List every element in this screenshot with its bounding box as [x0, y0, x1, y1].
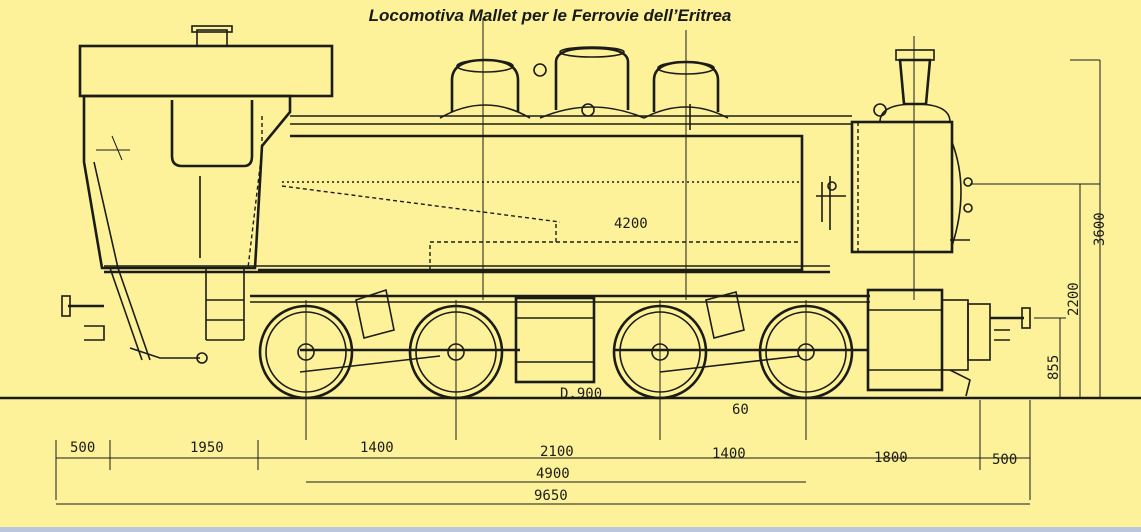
dim-wheel-diameter: D.900 [560, 386, 602, 402]
tank-outline [258, 134, 804, 272]
dim-front-overhang: 500 [70, 440, 95, 456]
domes [439, 46, 729, 130]
cab-roof-vent [196, 29, 228, 47]
dim-total-height: 3600 [1092, 212, 1108, 246]
running-gear [61, 288, 1031, 400]
cab [78, 25, 334, 361]
dim-crank-radius: 60 [732, 402, 749, 418]
cab-body [82, 94, 292, 270]
drawing-title: Locomotiva Mallet per le Ferrovie dell’E… [368, 6, 732, 25]
dim-bogie-spacing: 2100 [540, 444, 574, 460]
front-cylinder [866, 288, 944, 392]
dim-buffer-height: 855 [1046, 355, 1062, 380]
dim-total-length: 9650 [534, 488, 568, 504]
chimney [898, 58, 932, 106]
center-lines [305, 18, 915, 440]
dim-cab-section: 1950 [190, 440, 224, 456]
cab-rear-hidden [247, 116, 263, 269]
dim-bogie-wheelbase-2: 1400 [712, 446, 746, 462]
rear-cylinder [514, 296, 596, 384]
side-tank [104, 115, 852, 274]
smokebox [816, 49, 973, 254]
dim-boiler-length: 4200 [614, 216, 648, 232]
chimney-cap [895, 49, 935, 61]
dim-bogie-wheelbase-1: 1400 [360, 440, 394, 456]
dim-rear-overhang: 500 [992, 452, 1017, 468]
dimension-lines [55, 59, 1101, 505]
smokebox-body [850, 120, 954, 254]
cab-window [170, 100, 254, 168]
cab-roof [78, 44, 334, 98]
sand-dome [554, 46, 630, 110]
dim-total-wheelbase: 4900 [536, 466, 570, 482]
dim-boiler-axis-height: 2200 [1066, 282, 1082, 316]
cab-roof-vent-cap [191, 25, 233, 33]
dim-rear-section: 1800 [874, 450, 908, 466]
